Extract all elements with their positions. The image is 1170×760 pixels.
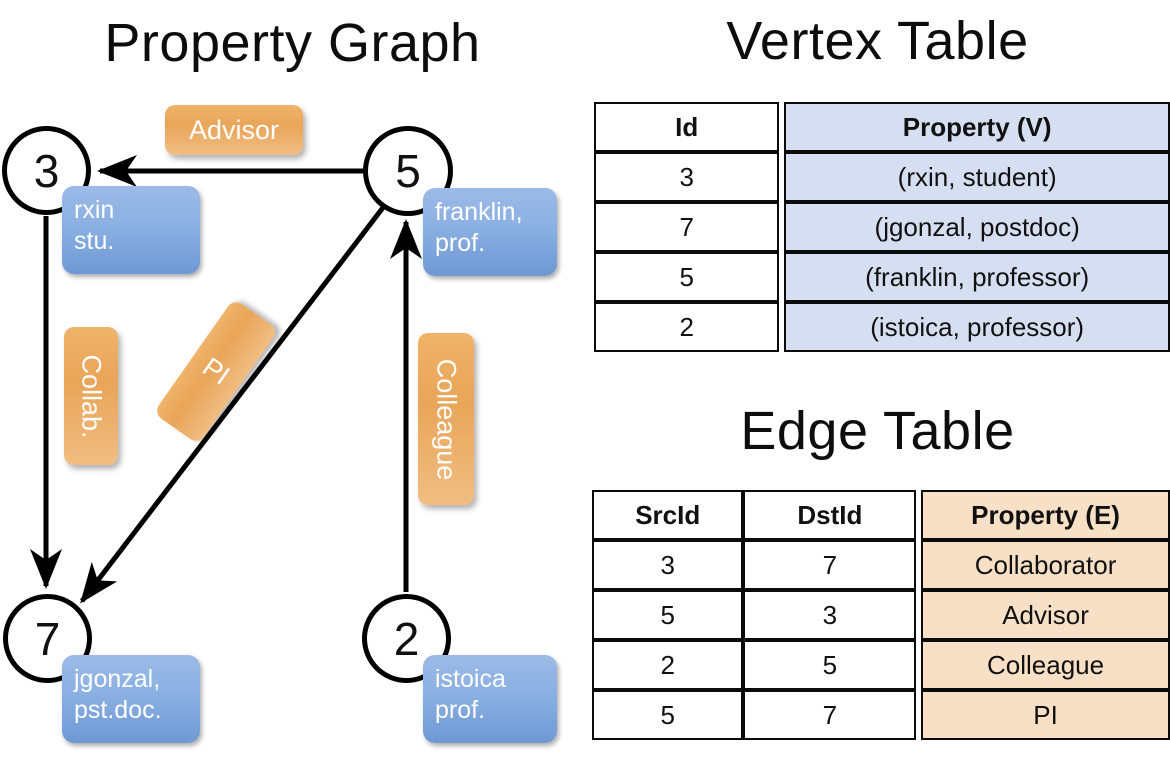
table-row: 2 5 Colleague <box>592 640 1170 690</box>
node-label-2: 2 <box>393 612 420 665</box>
column-gap <box>779 152 785 202</box>
edge-cell-srcid: 3 <box>592 540 744 590</box>
vertex-header-id: Id <box>594 102 780 152</box>
node-label-7: 7 <box>34 612 61 665</box>
node-circle-5[interactable]: 5 <box>363 126 453 216</box>
node-property-box-jgonzal: jgonzal, pst.doc. <box>62 655 200 743</box>
page-title-vertex-table: Vertex Table <box>726 11 1029 71</box>
edge-cell-property: Advisor <box>921 590 1170 640</box>
edge-cell-property: Colleague <box>921 640 1170 690</box>
vertex-cell-property: (rxin, student) <box>784 152 1170 202</box>
edge-5-to-7 <box>80 203 387 604</box>
node-property-line: stu. <box>74 226 115 255</box>
column-gap <box>779 202 785 252</box>
edge-header-srcid: SrcId <box>592 490 744 540</box>
column-gap <box>916 640 922 690</box>
column-gap <box>916 590 922 640</box>
edge-cell-srcid: 2 <box>592 640 744 690</box>
edge-cell-dstid: 5 <box>743 640 917 690</box>
edge-label-colleague: Colleague <box>418 333 474 505</box>
vertex-cell-property: (istoica, professor) <box>784 302 1170 352</box>
vertex-cell-id: 2 <box>594 302 780 352</box>
column-gap <box>916 690 922 740</box>
edge-header-dstid: DstId <box>743 490 917 540</box>
vertex-cell-id: 7 <box>594 202 780 252</box>
node-property-line: rxin <box>74 196 115 224</box>
vertex-header-property: Property (V) <box>784 102 1170 152</box>
table-row: 5 3 Advisor <box>592 590 1170 640</box>
node-circle-2[interactable]: 2 <box>362 594 451 683</box>
table-row: 5 (franklin, professor) <box>594 252 1170 302</box>
node-property-line: jgonzal, <box>74 665 161 693</box>
node-property-box-rxin: rxin stu. <box>62 186 200 274</box>
column-gap <box>779 252 785 302</box>
edge-cell-property: PI <box>921 690 1170 740</box>
edge-cell-srcid: 5 <box>592 590 744 640</box>
vertex-cell-id: 5 <box>594 252 780 302</box>
node-property-line: prof. <box>435 228 486 257</box>
column-gap <box>916 540 922 590</box>
page-title-edge-table: Edge Table <box>740 401 1015 461</box>
table-header-row: SrcId DstId Property (E) <box>592 490 1170 540</box>
vertex-cell-property: (jgonzal, postdoc) <box>784 202 1170 252</box>
edge-header-property: Property (E) <box>921 490 1170 540</box>
table-row: 7 (jgonzal, postdoc) <box>594 202 1170 252</box>
edge-cell-srcid: 5 <box>592 690 744 740</box>
node-property-line: franklin, <box>435 198 523 226</box>
edge-cell-dstid: 7 <box>743 690 917 740</box>
edge-cell-dstid: 7 <box>743 540 917 590</box>
edge-label-collab: Collab. <box>64 327 118 465</box>
node-property-line: prof. <box>435 695 486 724</box>
node-label-5: 5 <box>395 145 421 197</box>
node-property-box-istoica: istoica prof. <box>423 655 557 743</box>
node-property-line: istoica <box>435 665 506 693</box>
page-title-property-graph: Property Graph <box>104 13 481 73</box>
vertex-cell-id: 3 <box>594 152 780 202</box>
edge-table: SrcId DstId Property (E) 3 7 Collaborato… <box>592 490 1170 740</box>
edge-cell-property: Collaborator <box>921 540 1170 590</box>
node-property-line: pst.doc. <box>74 695 162 724</box>
table-row: 3 (rxin, student) <box>594 152 1170 202</box>
table-header-row: Id Property (V) <box>594 102 1170 152</box>
vertex-table: Id Property (V) 3 (rxin, student) 7 (jgo… <box>594 102 1170 352</box>
node-property-box-franklin: franklin, prof. <box>423 188 557 276</box>
node-label-3: 3 <box>33 144 60 197</box>
edge-cell-dstid: 3 <box>743 590 917 640</box>
table-row: 5 7 PI <box>592 690 1170 740</box>
column-gap <box>779 102 785 152</box>
column-gap <box>779 302 785 352</box>
table-row: 3 7 Collaborator <box>592 540 1170 590</box>
property-graph-panel: Property Graph 3 rxin stu. 5 franklin, p… <box>2 13 557 743</box>
table-row: 2 (istoica, professor) <box>594 302 1170 352</box>
column-gap <box>916 490 922 540</box>
vertex-cell-property: (franklin, professor) <box>784 252 1170 302</box>
graph-edges-svg <box>30 155 422 604</box>
edge-label-advisor: Advisor <box>165 105 303 155</box>
